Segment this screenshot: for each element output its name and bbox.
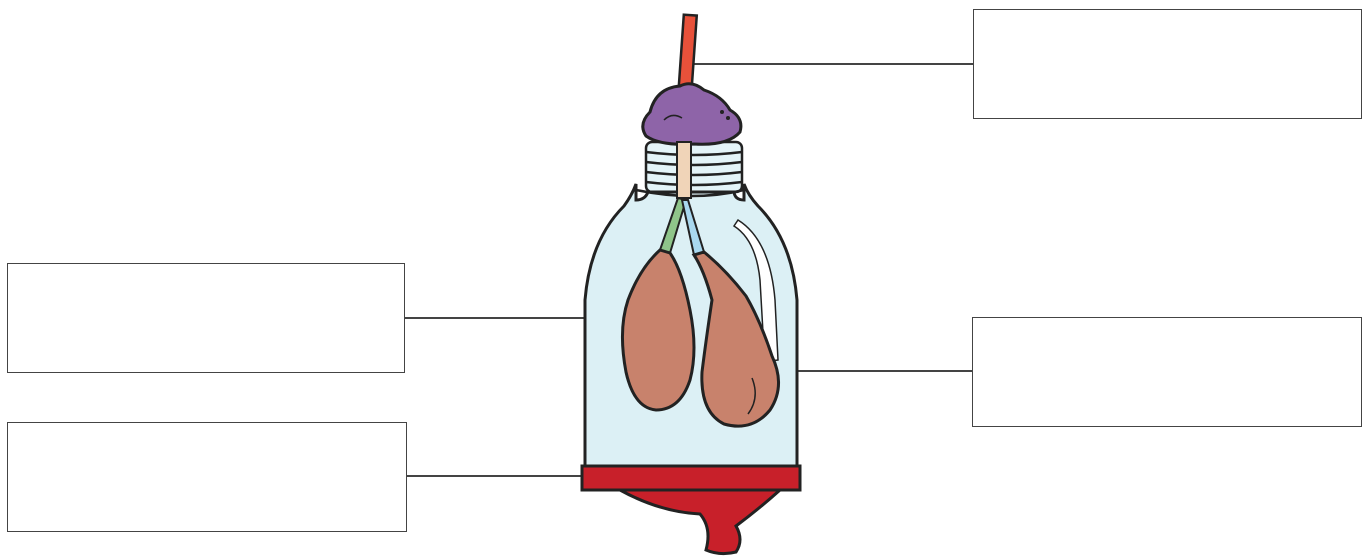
balloon-diaphragm [580, 464, 802, 492]
modelling-clay-stopper [641, 82, 743, 146]
label-box-lung[interactable] [7, 263, 405, 373]
balloon-lung-right [691, 250, 780, 428]
tube-stem [676, 141, 692, 199]
balloon-diaphragm-knot [619, 488, 784, 556]
label-box-diaphragm[interactable] [7, 422, 407, 532]
bottle-neck [644, 140, 744, 194]
label-box-bottle[interactable] [972, 317, 1362, 427]
balloon-lung-left [620, 248, 696, 412]
label-box-straw[interactable] [973, 9, 1362, 119]
